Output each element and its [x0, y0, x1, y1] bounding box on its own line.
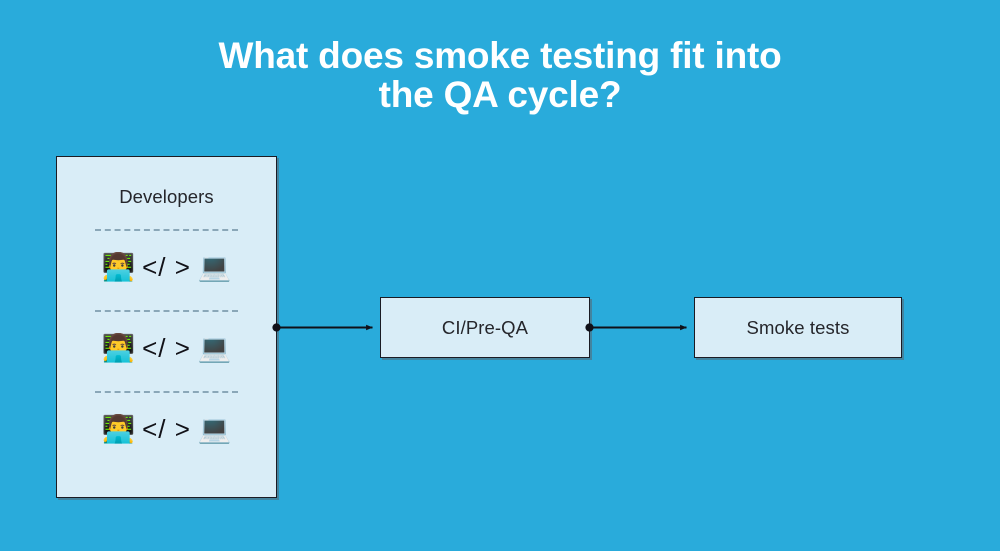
ci-prequa-label: CI/Pre-QA: [441, 316, 529, 338]
developer-person-icon: 👨‍💻: [101, 332, 136, 364]
developer-row-3: 👨‍💻 </ > 💻: [101, 407, 231, 451]
developer-row-2: 👨‍💻 </ > 💻: [101, 326, 231, 370]
laptop-icon: 💻: [197, 413, 232, 445]
smoke-tests-label: Smoke tests: [746, 316, 850, 338]
page-title-line-1: What does smoke testing fit into: [218, 35, 782, 76]
ci-prequa-box: CI/Pre-QA: [380, 297, 590, 358]
developer-person-icon: 👨‍💻: [101, 251, 136, 283]
developers-divider-2: [95, 310, 238, 312]
laptop-icon: 💻: [197, 332, 232, 364]
connector-ci-to-smoke-tests: [585, 323, 687, 332]
smoke-tests-box: Smoke tests: [694, 297, 902, 358]
developer-row-1: 👨‍💻 </ > 💻: [101, 245, 231, 289]
code-tag-text: </ >: [142, 251, 191, 282]
page-title-line-2: the QA cycle?: [378, 74, 622, 115]
developers-label: Developers: [119, 186, 214, 207]
code-tag-text: </ >: [142, 332, 191, 363]
developers-box: Developers 👨‍💻 </ > 💻 👨‍💻 </ > 💻 👨‍💻 </ …: [56, 156, 277, 498]
connector-developers-to-ci: [272, 323, 373, 332]
laptop-icon: 💻: [197, 251, 232, 283]
page-title: What does smoke testing fit into the QA …: [0, 36, 1000, 114]
developers-divider-1: [95, 229, 238, 231]
developer-person-icon: 👨‍💻: [101, 413, 136, 445]
code-tag-text: </ >: [142, 413, 191, 444]
developers-divider-3: [95, 391, 238, 393]
